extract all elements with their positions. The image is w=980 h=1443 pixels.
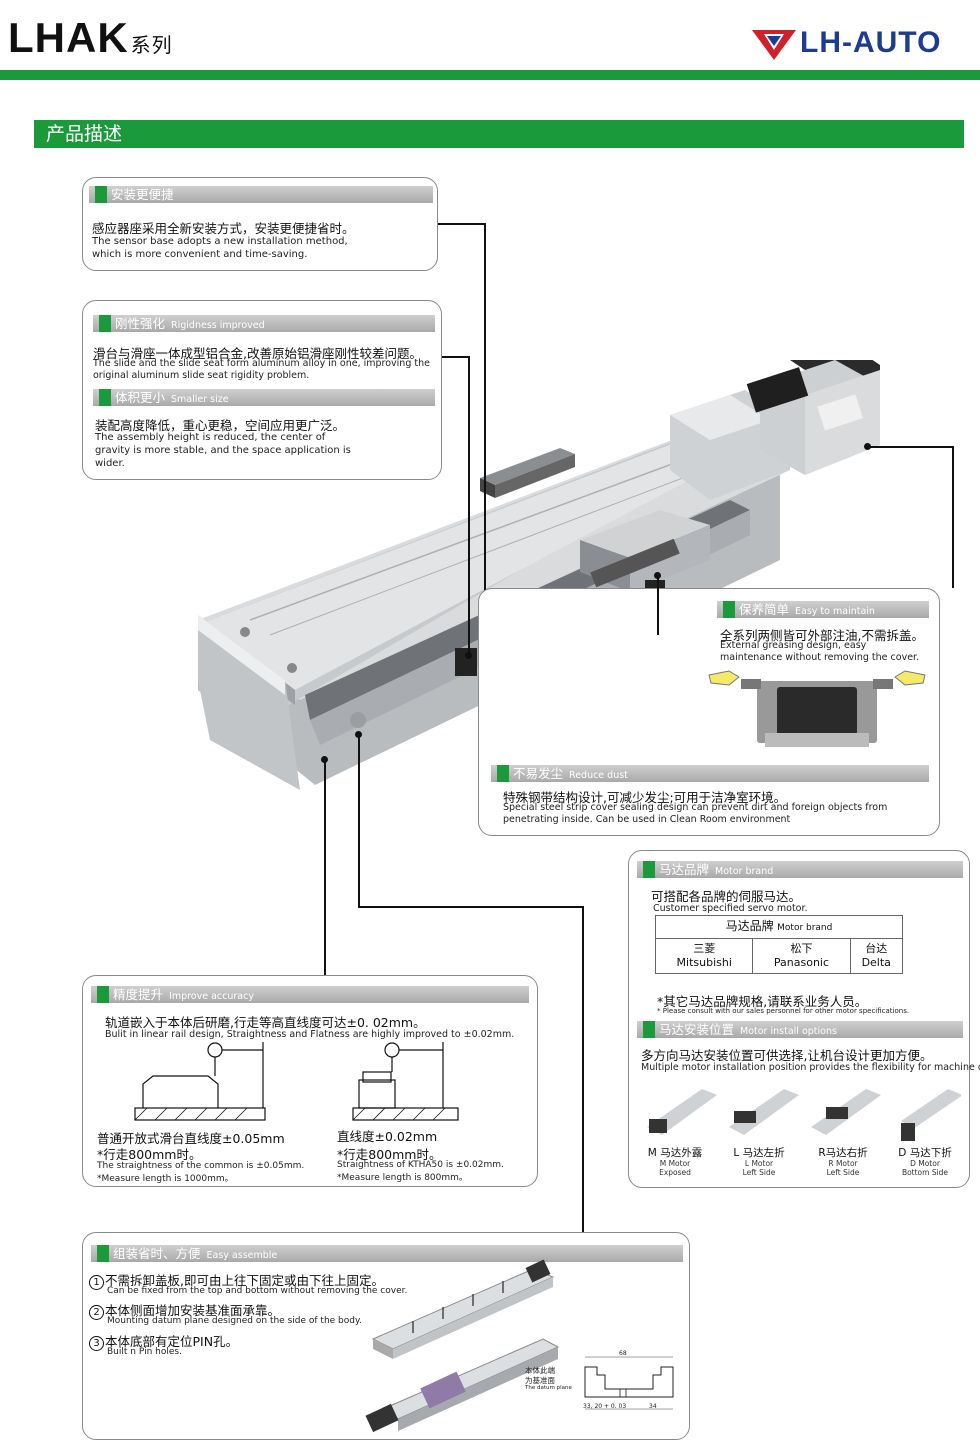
- accuracy-right-en2: *Measure length is 800mm。: [337, 1173, 468, 1183]
- datum-label-zh2: 为基准面: [525, 1376, 555, 1385]
- install-panel: 安装更便捷 感应器座采用全新安装方式，安装更便捷省时。 The sensor b…: [82, 177, 438, 271]
- cross-section-diagram: [584, 1356, 674, 1410]
- accuracy-desc-zh: 轨道嵌入于本体后研磨,行走等高直线度可达±0. 02mm。: [105, 1015, 426, 1030]
- motor-brand-note-en: * Please consult with our sales personne…: [657, 1007, 910, 1015]
- assemble-item-3-en: Built n Pin holes.: [107, 1347, 182, 1357]
- accuracy-right-zh2: *行走800mm时。: [337, 1147, 442, 1162]
- dim-right: 34: [649, 1403, 657, 1410]
- assemble-item-1-en: Can be fixed from the top and bottom wit…: [107, 1286, 408, 1296]
- straightness-diagram-icon: [134, 1042, 459, 1121]
- motor-option-r: R马达右折: [818, 1147, 868, 1159]
- dim-left: 33, 20 + 0. 03: [583, 1403, 627, 1410]
- motor-brand-desc-en: Customer specified servo motor.: [653, 903, 808, 914]
- accuracy-left-zh2: *行走800mm时。: [97, 1147, 202, 1162]
- maintain-desc-en: External greasing design, easy maintenan…: [720, 640, 920, 663]
- dim-top: 68: [619, 1350, 627, 1357]
- install-title: 安装更便捷: [89, 186, 433, 203]
- dust-desc-en: Special steel strip cover sealing design…: [503, 802, 888, 825]
- datum-label-zh1: 本体此端: [525, 1366, 555, 1375]
- motor-install-desc-zh: 多方向马达安装位置可供选择,让机台设计更加方便。: [641, 1048, 933, 1063]
- accuracy-left-en2: *Measure length is 1000mm。: [97, 1174, 234, 1184]
- motor-brand-note-zh: *其它马达品牌规格,请联系业务人员。: [657, 994, 868, 1009]
- accuracy-left-zh1: 普通开放式滑台直线度±0.05mm: [97, 1131, 285, 1146]
- maintain-desc-zh: 全系列两侧皆可外部注油,不需拆盖。: [720, 628, 924, 643]
- rigidity-desc-zh: 滑台与滑座一体成型铝合金,改善原始铝滑座刚性较差问题。: [93, 346, 422, 361]
- grease-diagram-icon: [708, 670, 926, 747]
- assemble-item-2-en: Mounting datum plane designed on the sid…: [107, 1316, 362, 1326]
- install-desc-zh: 感应器座采用全新安装方式，安装更便捷省时。: [92, 221, 355, 236]
- accuracy-left-en1: The straightness of the common is ±0.05m…: [97, 1161, 305, 1171]
- motor-install-desc-en: Multiple motor installation position pro…: [641, 1062, 980, 1073]
- logo-mark-icon: [752, 30, 796, 60]
- motor-option-l: L 马达左折: [733, 1147, 785, 1159]
- rigidity-desc-en: The slide and the slide seat form alumin…: [93, 358, 430, 381]
- motor-brand-desc-zh: 可搭配各品牌的伺服马达。: [651, 889, 802, 904]
- size-desc-zh: 装配高度降低，重心更稳，空间应用更广泛。: [95, 418, 346, 433]
- motor-option-m: M 马达外露: [647, 1147, 703, 1159]
- dust-desc-zh: 特殊钢带结构设计,可减少发尘;可用于洁净室环境。: [503, 790, 787, 805]
- section-title: 产品描述: [34, 120, 964, 148]
- brand-logo: LH-AUTO: [752, 24, 980, 64]
- datum-label-en: The datum plane: [525, 1385, 572, 1391]
- install-desc-en: The sensor base adopts a new installatio…: [92, 236, 348, 260]
- size-desc-en: The assembly height is reduced, the cent…: [95, 432, 351, 469]
- accuracy-right-en1: Straightness of KTHA50 is ±0.02mm.: [337, 1160, 504, 1170]
- accuracy-desc-en: Bulit in linear rail design, Straightnes…: [105, 1029, 515, 1040]
- motor-option-d: D 马达下折: [898, 1147, 952, 1159]
- motor-options-illustration: [647, 1089, 961, 1141]
- header-rule: [0, 70, 980, 80]
- assembly-module-illustration: [365, 1259, 560, 1433]
- accuracy-right-zh1: 直线度±0.02mm: [337, 1129, 438, 1144]
